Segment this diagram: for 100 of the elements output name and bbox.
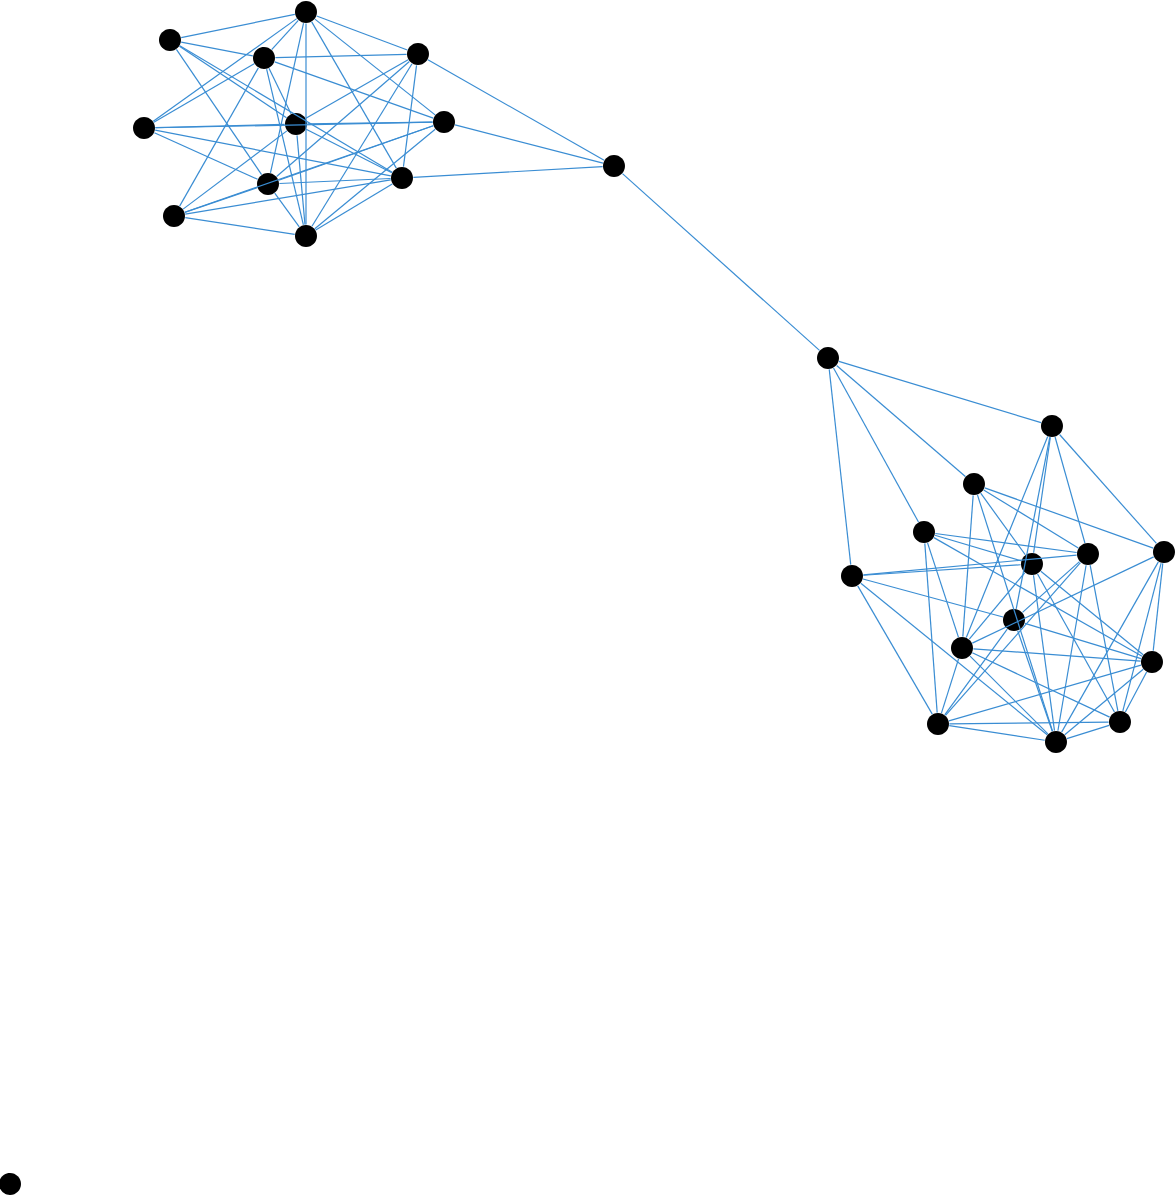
dot [1077,543,1099,565]
dot [257,173,279,195]
edge-line [274,61,434,119]
edge-line [1089,564,1119,712]
dot [1109,711,1131,733]
edge-line [962,494,974,638]
dot [1041,415,1063,437]
edge-line [271,19,299,51]
edge-line [926,542,960,638]
edge-line [971,556,1155,644]
edge-line [311,63,413,227]
edge-line [933,537,1143,657]
edge-line [836,364,966,478]
edge-line [862,578,1004,618]
edge-line [153,132,259,180]
dot [433,111,455,133]
edge-line [314,128,436,230]
edge-line [412,166,604,178]
edge-line [306,121,434,125]
edge-line [1054,436,1086,544]
edge-line [944,561,1082,717]
dot [603,155,625,177]
edge-line [427,59,605,161]
edge-line [153,63,255,123]
edge-line [1032,574,1056,732]
edge-line [1124,671,1148,713]
dot [295,1,317,23]
edge-line [402,64,418,168]
edge-line [179,67,259,207]
dot [1003,609,1025,631]
edge-line [296,134,306,226]
edge-line [934,534,1022,562]
edge-line [266,68,304,226]
edge-line [1057,564,1087,732]
edge-line [968,572,1026,640]
edge-line [857,585,933,715]
edge-line [969,655,1049,735]
edge-line [980,492,1026,556]
edge-line [972,648,1142,662]
edge-line [182,130,288,210]
edge-line [621,173,821,351]
edge-line [976,494,1054,732]
dot [159,29,181,51]
dot [927,713,949,735]
edge-line [154,129,392,177]
edge-line [305,59,409,119]
edge-line [175,48,263,176]
edge-line [971,652,1111,718]
edge-line [305,128,393,174]
edge-line [454,124,604,164]
dot [1153,541,1175,563]
edge-line [1061,561,1159,733]
edge-line [268,67,292,115]
dot [407,43,429,65]
edge-line [179,45,393,173]
edge-line [828,368,852,566]
edge-line [1064,668,1144,736]
edge-line [934,532,1078,554]
edge-line [274,192,300,228]
edge-line [1066,724,1110,740]
edge-line [152,18,298,122]
dot [295,225,317,247]
edge-line [178,45,288,119]
dot [963,473,985,495]
edge-line [1058,433,1157,545]
edge-line [924,542,938,714]
edge-line [315,183,393,231]
dot [951,637,973,659]
edge-line [180,13,296,39]
edge-line [184,187,258,213]
dot [391,167,413,189]
edge-line [832,367,920,523]
dot [133,117,155,139]
edge-line [184,217,296,235]
edge-line [1017,630,1053,732]
edge-line [180,41,254,57]
dot [913,521,935,543]
edge-line [983,489,1079,549]
dot [285,113,307,135]
dot [841,565,863,587]
edge-line [838,360,1042,424]
edge-line [1015,436,1051,610]
edge-line [276,60,410,178]
edge-line [1024,622,1142,660]
edge-line [944,628,1008,716]
edge-line [1122,562,1162,712]
edge-line [1040,570,1144,656]
dot [817,347,839,369]
edge-line [948,721,1110,725]
edge-line [965,435,1049,639]
edge-line [1033,436,1051,554]
edge-line [862,554,1078,576]
edge-line [274,53,408,59]
edge-line [984,487,1154,549]
edge-line [184,179,392,215]
edge-line [1021,561,1081,613]
dot [253,47,275,69]
edge-line [269,22,305,174]
dot [163,205,185,227]
edge-line [305,22,307,226]
